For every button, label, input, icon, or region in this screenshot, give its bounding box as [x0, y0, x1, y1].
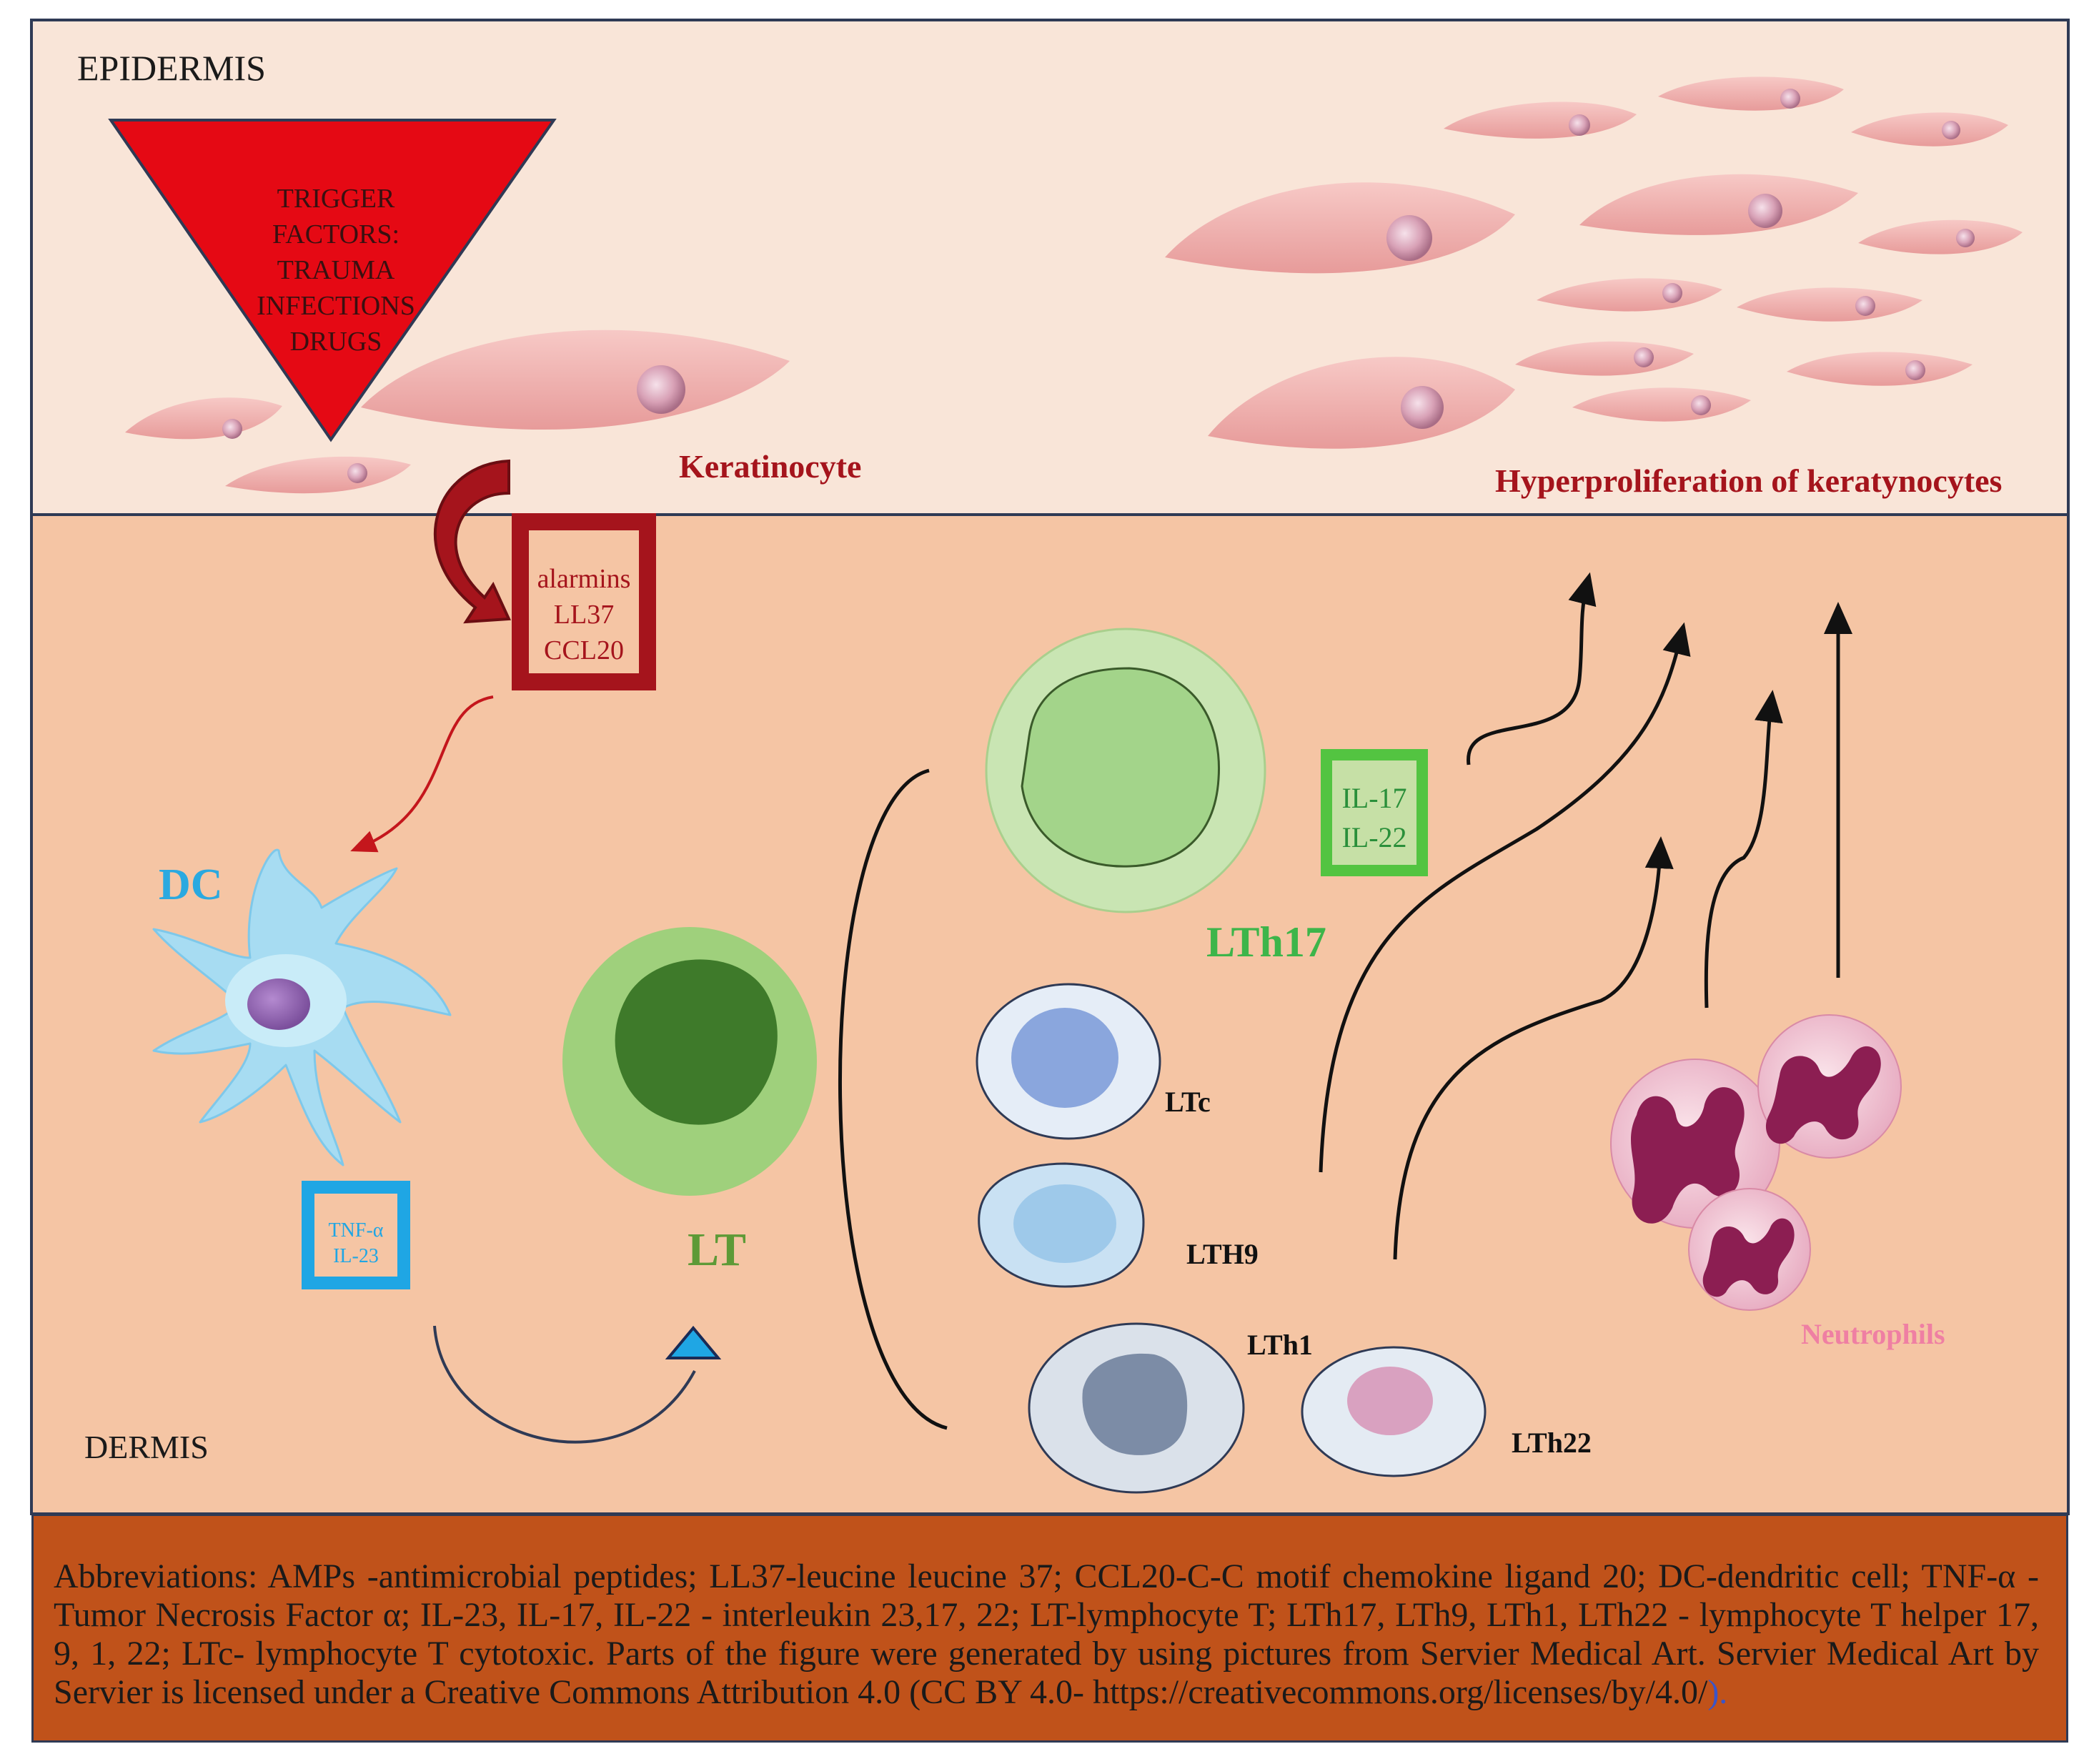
lth9-cell — [978, 1162, 1145, 1288]
svg-text:IL-17: IL-17 — [1341, 782, 1406, 814]
lth22-label: LTh22 — [1512, 1427, 1592, 1459]
dermis-label: DERMIS — [84, 1429, 209, 1465]
dc-to-lt-arrow — [433, 1325, 696, 1444]
svg-text:TRAUMA: TRAUMA — [277, 255, 395, 285]
lt-subsets-bracket — [838, 768, 948, 1430]
svg-text:LL37: LL37 — [554, 600, 614, 630]
dc-nucleus — [247, 978, 310, 1030]
svg-text:FACTORS:: FACTORS: — [272, 219, 400, 249]
ltc-label: LTc — [1165, 1086, 1211, 1118]
alarmins-box: alarmins LL37 CCL20 — [512, 513, 656, 690]
svg-text:DRUGS: DRUGS — [290, 327, 382, 357]
svg-text:IL-22: IL-22 — [1341, 821, 1406, 853]
dc-to-lt-arrowhead — [665, 1325, 722, 1359]
neutrophils-label: Neutrophils — [1801, 1318, 1945, 1350]
keratinocyte-cells-left — [125, 329, 790, 494]
caption-tail: ). — [1707, 1673, 1728, 1711]
abbreviations-caption: Abbreviations: AMPs -antimicrobial pepti… — [31, 1514, 2068, 1743]
ltc-cell — [976, 983, 1161, 1140]
trigger-factors-text: TRIGGER FACTORS: TRAUMA INFECTIONS DRUGS — [257, 184, 415, 357]
svg-text:TNF-α: TNF-α — [329, 1219, 384, 1242]
epidermis-label: EPIDERMIS — [77, 48, 266, 88]
keratinocyte-to-alarmins-arrow — [434, 459, 512, 624]
il17-il22-box: IL-17 IL-22 — [1321, 749, 1428, 876]
trigger-factors-triangle — [108, 119, 557, 442]
lth17-cell — [985, 628, 1266, 913]
neutrophils — [1610, 1014, 1902, 1311]
keratinocyte-cells-right — [1165, 76, 2023, 449]
lth22-cell — [1301, 1346, 1487, 1477]
svg-text:alarmins: alarmins — [537, 564, 631, 594]
tnf-il23-box: TNF-α IL-23 — [302, 1181, 410, 1289]
alarmins-to-dc-arrow — [350, 695, 494, 853]
svg-text:TRIGGER: TRIGGER — [277, 184, 395, 214]
caption-text: Abbreviations: AMPs -antimicrobial pepti… — [54, 1557, 2039, 1711]
dc-label: DC — [159, 861, 223, 909]
lth17-label: LTh17 — [1206, 918, 1326, 966]
cytokine-arrows — [1319, 572, 1852, 1260]
svg-text:CCL20: CCL20 — [544, 635, 624, 665]
svg-text:IL-23: IL-23 — [333, 1245, 379, 1267]
svg-text:INFECTIONS: INFECTIONS — [257, 291, 415, 321]
hyperproliferation-label: Hyperproliferation of keratynocytes — [1495, 462, 2002, 499]
lth1-cell — [1028, 1322, 1245, 1494]
lth9-label: LTH9 — [1186, 1238, 1259, 1270]
lt-label: LT — [688, 1224, 746, 1276]
keratinocyte-label: Keratinocyte — [679, 448, 861, 485]
lt-cell — [562, 927, 817, 1196]
lth1-label: LTh1 — [1247, 1329, 1313, 1361]
